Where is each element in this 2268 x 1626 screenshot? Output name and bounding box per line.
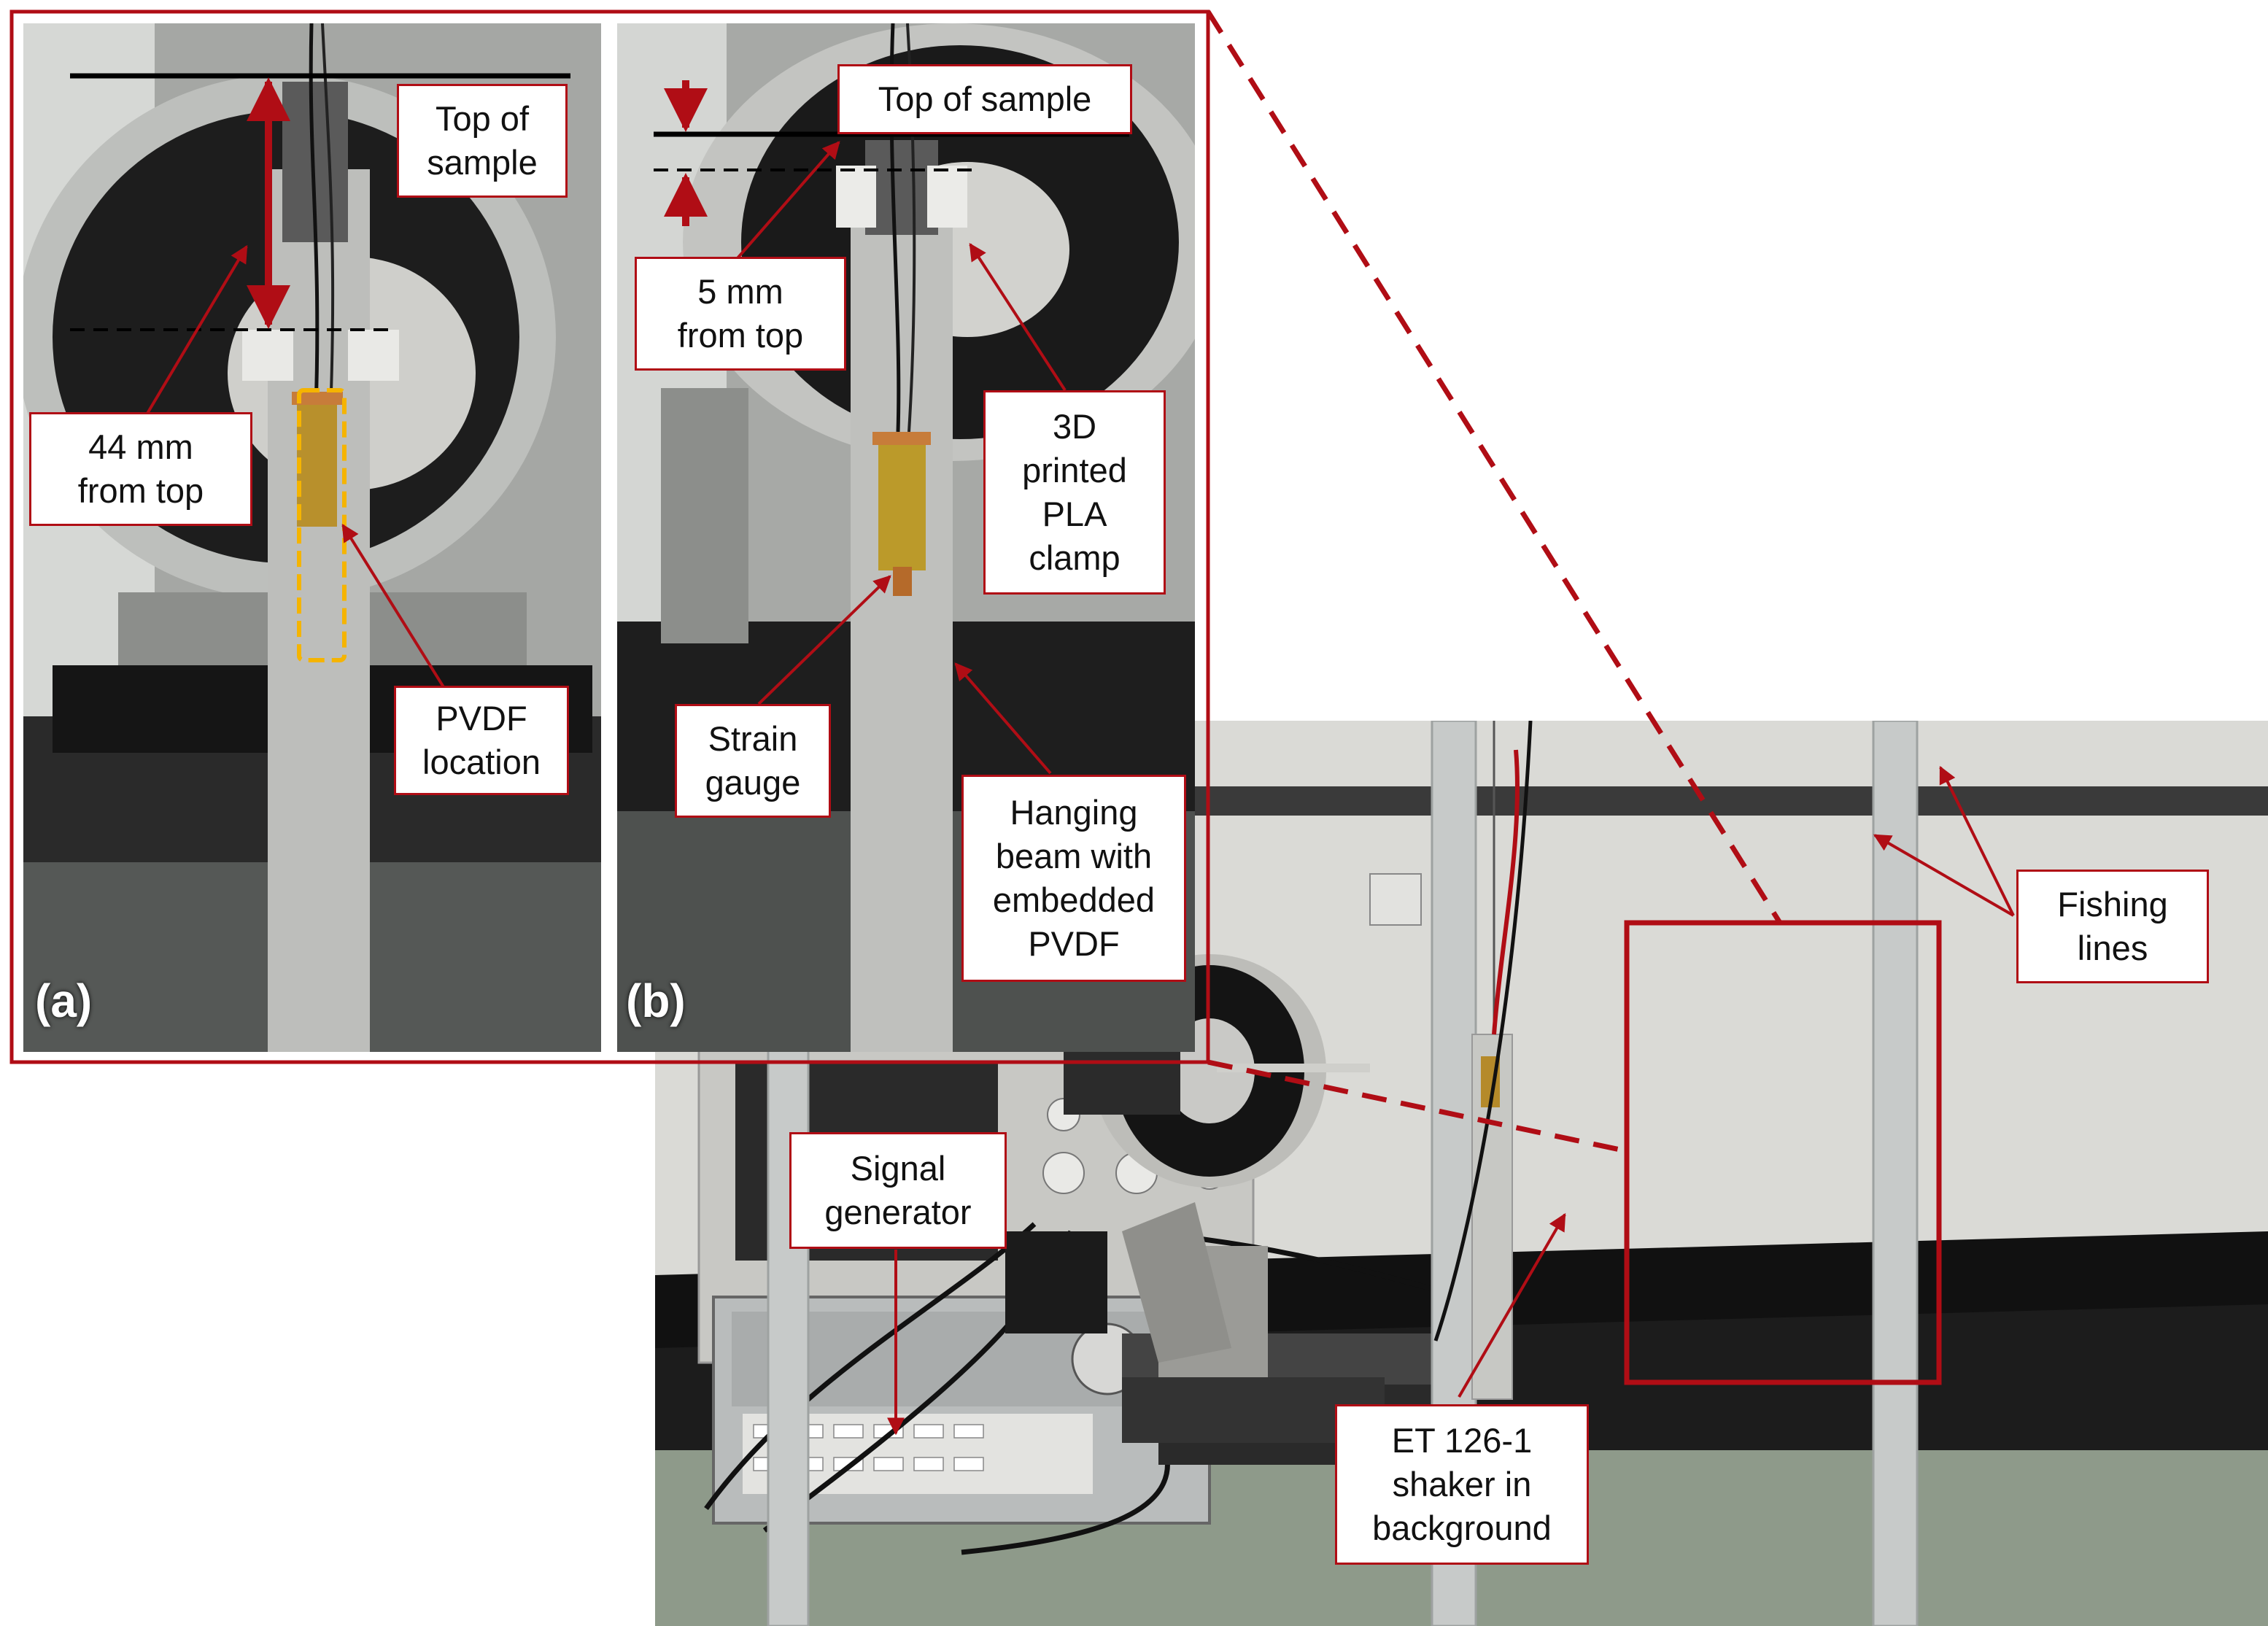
shaker-pointer [1458,1212,1566,1398]
panel-a-44mm-pointer [144,244,248,417]
label-44mm-from-top: 44 mm from top [29,412,252,526]
label-top-of-sample-b: Top of sample [837,64,1132,134]
label-top-of-sample-a: Top of sample [397,84,568,198]
label-signal-generator: Signal generator [789,1132,1007,1249]
label-shaker: ET 126-1 shaker in background [1335,1404,1589,1565]
zoom-connector-bottom [1207,1059,1628,1154]
fishing-pointer-2 [1939,765,2015,916]
zoom-connector-top [1206,10,1782,924]
panel-b-tag: (b) [626,975,686,1027]
label-hanging-beam: Hanging beam with embedded PVDF [961,775,1186,982]
inset-frame [9,9,1210,1064]
clamp-pointer [969,242,1067,392]
strain-pointer [757,575,891,705]
label-fishing-lines: Fishing lines [2016,870,2209,983]
label-pvdf-location: PVDF location [394,686,569,795]
label-5mm-from-top: 5 mm from top [635,257,846,371]
label-strain-gauge: Strain gauge [675,704,831,818]
pvdf-pointer [341,523,446,691]
fishing-pointer-1 [1873,834,2015,917]
beam-pointer [954,662,1052,775]
label-pla-clamp: 3D printed PLA clamp [983,390,1166,595]
pvdf-outline [297,388,347,662]
panel-a-tag: (a) [35,975,93,1027]
zoom-box [1624,920,1942,1385]
panel-b-5mm-pointer [735,141,840,260]
